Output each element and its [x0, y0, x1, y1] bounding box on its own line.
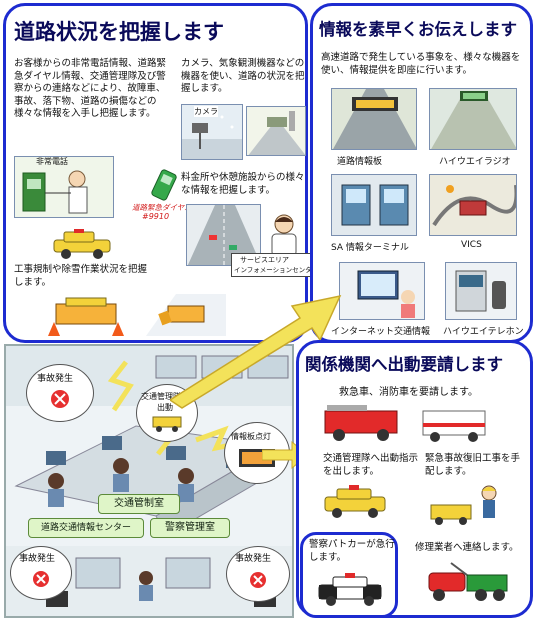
info-center-sign: サービスエリア インフォメーションセンター	[231, 253, 318, 277]
mobile-phone-icon	[146, 169, 186, 201]
vics-image	[429, 174, 517, 236]
accident-bubble-bl-text: 事故発生	[19, 554, 56, 564]
sa-info-terminal-image	[331, 174, 417, 236]
dispatch-text-repair: 緊急事故復旧工事を手配します。	[425, 453, 521, 477]
dispatch-text-ambulance: 救急車、消防車を要請します。	[339, 387, 478, 398]
emergency-phone-label: 非常電話	[36, 157, 68, 166]
sa-info-terminal-label: SA 情報ターミナル	[331, 243, 409, 253]
internet-traffic-info-label: インターネット交通情報	[331, 327, 431, 337]
operator-illustration	[262, 212, 306, 268]
info-flow-arrow	[170, 290, 360, 410]
police-car-illustration	[315, 571, 387, 611]
dial-label-line1: 道路緊急ダイヤル	[132, 203, 192, 212]
emergency-phone-illustration	[14, 156, 114, 218]
info-provision-text: 高速道路で発生している事象を、様々な機器を使い、情報提供を即座に行います。	[321, 52, 521, 76]
accident-bubble-bottom-right: 事故発生	[226, 546, 290, 602]
dispatch-title: 関係機関へ出動要請します	[305, 355, 503, 374]
highway-telephone-image	[445, 262, 517, 320]
accident-bubble-bottom-left: 事故発生	[10, 546, 72, 600]
road-info-board-image	[331, 88, 417, 150]
ambulance-illustration	[419, 403, 491, 445]
road-status-text-work: 工事規制や除雪作業状況を把握します。	[14, 264, 148, 288]
road-traffic-info-center-label: 道路交通情報センター	[28, 518, 144, 538]
dispatch-text-patrol: 交通管理隊へ出動指示を出します。	[323, 453, 419, 477]
road-status-text-toll: 料金所や休憩施設からの様々な情報を把握します。	[181, 172, 305, 196]
info-center-label-line1: サービスエリア	[240, 256, 289, 264]
tow-truck-illustration	[427, 555, 513, 607]
fire-truck-illustration	[321, 401, 403, 445]
highway-radio-label: ハイウエイラジオ	[439, 157, 511, 167]
accident-bubble-br-text: 事故発生	[235, 554, 272, 564]
patrol-car-illustration	[50, 228, 114, 260]
accident-bubble-top-text: 事故発生	[37, 374, 74, 384]
internet-traffic-info-image	[339, 262, 425, 320]
control-room-illustration: 事故発生 交通管理隊 出動 情報板点灯 交通管制室 道路交通情報センター 警察管…	[4, 344, 294, 618]
patrol-dispatch-line1: 交通管理隊	[141, 392, 181, 401]
road-status-text-calls: お客様からの非常電話情報、道路緊急ダイヤル情報、交通管理隊及び警察からの連絡など…	[14, 58, 167, 119]
info-provision-panel: 情報を素早くお伝えします 高速道路で発生している事象を、様々な機器を使い、情報提…	[310, 3, 533, 343]
accident-bubble-top: 事故発生	[26, 364, 94, 422]
police-management-room-label: 警察管理室	[150, 518, 230, 538]
patrol-car-dispatch-illustration	[321, 483, 391, 523]
camera-label: カメラ	[194, 106, 218, 117]
highway-radio-image	[429, 88, 517, 150]
road-status-title: 道路状況を把握します	[14, 20, 224, 44]
road-status-text-camera: カメラ、気象観測機器などの機器を使い、道路の状況を把握します。	[181, 58, 305, 94]
dial-label-line2: #9910	[142, 212, 170, 221]
snow-plow-illustration	[146, 288, 226, 336]
vics-label: VICS	[461, 240, 482, 250]
dispatch-text-police: 警察パトカーが急行します。	[309, 539, 395, 563]
highway-telephone-label: ハイウエイテレホン	[443, 327, 524, 337]
repair-worker-illustration	[427, 483, 507, 529]
road-status-panel: 道路状況を把握します お客様からの非常電話情報、道路緊急ダイヤル情報、交通管理隊…	[3, 3, 318, 343]
info-provision-title: 情報を素早くお伝えします	[319, 20, 517, 39]
info-board-bubble-text: 情報板点灯	[231, 432, 271, 441]
dispatch-text-tow: 修理業者へ連絡します。	[415, 542, 519, 553]
camera-snow-illustration	[181, 104, 243, 160]
police-patrol-panel: 警察パトカーが急行します。	[300, 532, 398, 618]
patrol-dispatch-line2: 出動	[157, 403, 173, 412]
road-info-board-label: 道路情報板	[337, 157, 383, 167]
info-board-bubble: 情報板点灯	[224, 422, 290, 484]
road-tunnel-illustration	[246, 106, 306, 156]
traffic-control-room-label: 交通管制室	[98, 494, 180, 514]
construction-illustration	[46, 294, 126, 338]
info-center-label-line2: インフォメーションセンター	[234, 266, 319, 274]
